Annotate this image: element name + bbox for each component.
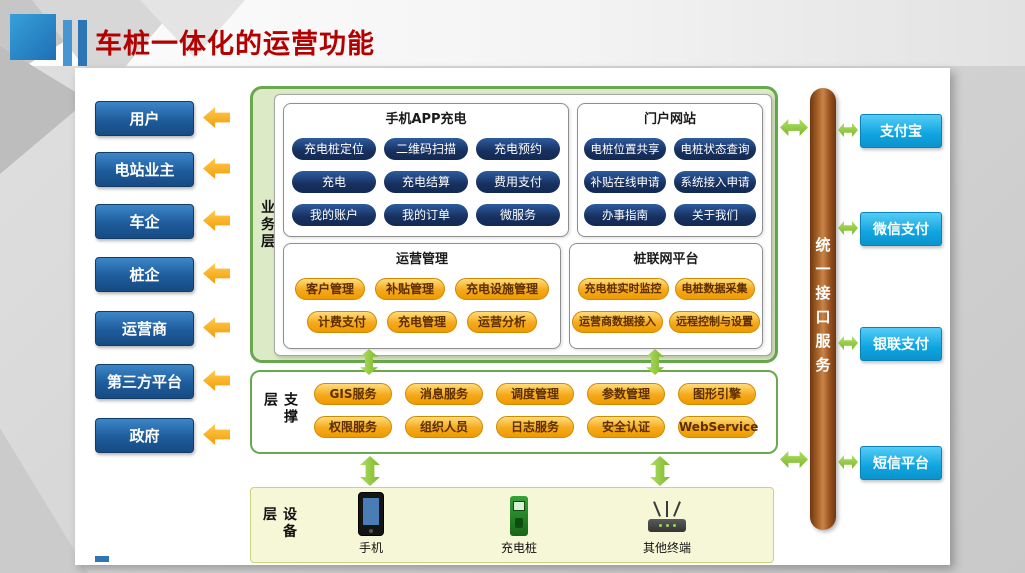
portal-website-group: 门户网站 电桩位置共享 电桩状态查询 补贴在线申请 系统接入申请 办事指南 关于… xyxy=(577,103,763,237)
support-pill: 图形引擎 xyxy=(678,383,756,405)
feature-pill: 费用支付 xyxy=(476,171,560,193)
device-label: 其他终端 xyxy=(642,541,691,555)
slide-title: 车桩一体化的运营功能 xyxy=(95,29,375,60)
horizontal-double-arrow-icon xyxy=(838,221,858,235)
terminal-icon xyxy=(627,494,707,536)
feature-pill: 运营商数据接入 xyxy=(572,311,663,333)
support-pill: GIS服务 xyxy=(314,383,392,405)
title-decor-square xyxy=(10,14,56,60)
feature-pill: 关于我们 xyxy=(674,204,756,226)
feature-pill: 充电预约 xyxy=(476,138,560,160)
operation-management-group: 运营管理 客户管理 补贴管理 充电设施管理 计费支付 充电管理 运营分析 xyxy=(283,243,561,349)
feature-pill: 充电管理 xyxy=(386,311,457,333)
feature-pill: 充电桩实时监控 xyxy=(577,278,669,300)
vertical-double-arrow-icon xyxy=(360,349,378,375)
support-pill: 安全认证 xyxy=(587,416,665,438)
vertical-double-arrow-icon xyxy=(646,349,664,375)
feature-pill: 电桩数据采集 xyxy=(674,278,755,300)
feature-pill: 二维码扫描 xyxy=(384,138,468,160)
group-title: 手机APP充电 xyxy=(385,112,467,127)
feature-pill: 运营分析 xyxy=(467,311,538,333)
service-button-unionpay: 银联支付 xyxy=(860,327,942,361)
device-label: 手机 xyxy=(358,541,383,555)
device-label: 充电桩 xyxy=(500,541,537,555)
horizontal-double-arrow-icon xyxy=(780,451,808,468)
device-charging-pile: 充电桩 xyxy=(479,494,559,556)
charging-pile-icon xyxy=(479,494,559,536)
feature-pill: 补贴管理 xyxy=(374,278,445,300)
title-decor-bar xyxy=(78,20,87,66)
feature-pill: 计费支付 xyxy=(306,311,377,333)
feature-pill: 充电 xyxy=(292,171,376,193)
feature-pill: 客户管理 xyxy=(294,278,365,300)
service-button-sms-platform: 短信平台 xyxy=(860,446,942,480)
horizontal-double-arrow-icon xyxy=(838,455,858,469)
pile-network-group: 桩联网平台 充电桩实时监控 电桩数据采集 运营商数据接入 远程控制与设置 xyxy=(569,243,763,349)
feature-pill: 电桩状态查询 xyxy=(674,138,756,160)
feature-pill: 系统接入申请 xyxy=(674,171,756,193)
support-pill: 日志服务 xyxy=(496,416,574,438)
device-smartphone: 手机 xyxy=(331,492,411,556)
group-title: 桩联网平台 xyxy=(633,252,699,267)
feature-pill: 电桩位置共享 xyxy=(584,138,666,160)
feature-pill: 我的订单 xyxy=(384,204,468,226)
stakeholder-button-government: 政府 xyxy=(95,418,194,453)
support-pill: 组织人员 xyxy=(405,416,483,438)
horizontal-double-arrow-icon xyxy=(838,123,858,137)
feature-pill: 充电结算 xyxy=(384,171,468,193)
unified-interface-label: 统一接口服务 xyxy=(813,237,832,381)
stakeholder-button-car-company: 车企 xyxy=(95,204,194,239)
vertical-double-arrow-icon xyxy=(360,456,380,486)
horizontal-double-arrow-icon xyxy=(780,119,808,136)
feature-pill: 办事指南 xyxy=(584,204,666,226)
bottom-accent-mark xyxy=(95,556,109,562)
feature-pill: 远程控制与设置 xyxy=(669,311,760,333)
feature-pill: 微服务 xyxy=(476,204,560,226)
stakeholder-button-station-owner: 电站业主 xyxy=(95,152,194,187)
feature-pill: 补贴在线申请 xyxy=(584,171,666,193)
device-layer-label: 设备层 xyxy=(261,506,297,541)
support-pill: WebService xyxy=(678,416,758,438)
device-other-terminal: 其他终端 xyxy=(627,494,707,556)
stakeholder-button-operator: 运营商 xyxy=(95,311,194,346)
feature-pill: 充电设施管理 xyxy=(455,278,550,300)
group-title: 门户网站 xyxy=(643,112,696,127)
smartphone-icon xyxy=(331,492,411,536)
support-layer-container: 支撑层 GIS服务 消息服务 调度管理 参数管理 图形引擎 权限服务 组织人员 … xyxy=(250,370,778,454)
device-layer-container: 设备层 手机 充电桩 其他终端 xyxy=(250,487,774,563)
app-charging-group: 手机APP充电 充电桩定位 二维码扫描 充电预约 充电 充电结算 费用支付 我的… xyxy=(283,103,569,237)
stakeholder-button-user: 用户 xyxy=(95,101,194,136)
service-button-alipay: 支付宝 xyxy=(860,114,942,148)
support-pill: 消息服务 xyxy=(405,383,483,405)
horizontal-double-arrow-icon xyxy=(838,336,858,350)
service-button-wechat-pay: 微信支付 xyxy=(860,212,942,246)
support-pill: 权限服务 xyxy=(314,416,392,438)
group-title: 运营管理 xyxy=(395,252,448,267)
business-layer-container: 业务层 手机APP充电 充电桩定位 二维码扫描 充电预约 充电 充电结算 费用支… xyxy=(250,86,778,363)
business-layer-panel: 手机APP充电 充电桩定位 二维码扫描 充电预约 充电 充电结算 费用支付 我的… xyxy=(274,94,772,356)
business-layer-label: 业务层 xyxy=(259,199,275,250)
feature-pill: 充电桩定位 xyxy=(292,138,376,160)
title-decor-bar xyxy=(63,20,72,66)
support-layer-label: 支撑层 xyxy=(262,392,298,426)
unified-interface-bar: 统一接口服务 xyxy=(810,88,836,530)
feature-pill: 我的账户 xyxy=(292,204,376,226)
stakeholder-button-pile-company: 桩企 xyxy=(95,257,194,292)
support-pill: 参数管理 xyxy=(587,383,665,405)
vertical-double-arrow-icon xyxy=(650,456,670,486)
stakeholder-button-third-party: 第三方平台 xyxy=(95,364,194,399)
support-pill: 调度管理 xyxy=(496,383,574,405)
